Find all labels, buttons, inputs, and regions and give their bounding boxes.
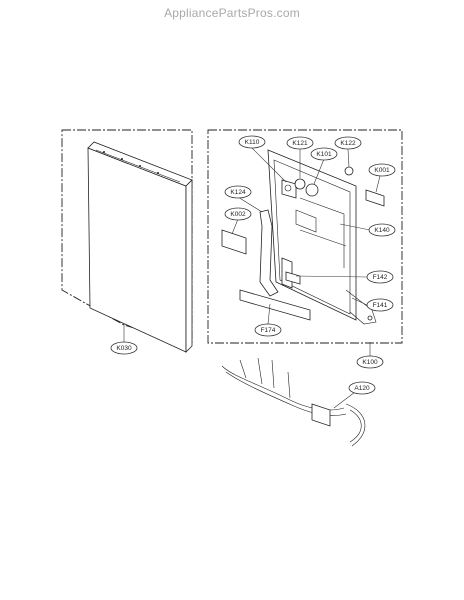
callout-K001: K001 bbox=[368, 163, 396, 177]
callout-F141: F141 bbox=[366, 298, 394, 312]
cap-part bbox=[294, 178, 306, 190]
wire-harness bbox=[221, 357, 366, 447]
callout-K030: K030 bbox=[110, 341, 138, 355]
inner-door-group-outline bbox=[207, 129, 403, 344]
callout-K121: K121 bbox=[286, 136, 314, 150]
callout-label: K100 bbox=[362, 359, 378, 366]
callout-A120: A120 bbox=[348, 381, 376, 395]
callout-K100: K100 bbox=[356, 355, 384, 369]
callout-label: K002 bbox=[230, 211, 246, 218]
rinse-cap-part bbox=[365, 189, 385, 207]
callout-label: K121 bbox=[292, 140, 308, 147]
bottom-bar-part bbox=[239, 289, 311, 321]
hinge-strut-part bbox=[259, 209, 279, 297]
callout-label: F174 bbox=[261, 327, 276, 334]
gasket-part bbox=[221, 229, 247, 255]
callout-label: K124 bbox=[230, 189, 246, 196]
callout-label: A120 bbox=[354, 385, 370, 392]
callout-label: K101 bbox=[316, 151, 332, 158]
callout-K101: K101 bbox=[310, 147, 338, 161]
callout-F142: F142 bbox=[366, 270, 394, 284]
callout-label: F142 bbox=[373, 274, 388, 281]
callout-label: K110 bbox=[245, 139, 260, 146]
ring-part bbox=[305, 183, 319, 197]
callout-K140: K140 bbox=[368, 223, 396, 237]
callout-label: K001 bbox=[374, 167, 390, 174]
callout-K002: K002 bbox=[224, 207, 252, 221]
callout-K122: K122 bbox=[334, 136, 362, 150]
watermark-text: AppliancePartsPros.com bbox=[164, 6, 300, 20]
callout-F174: F174 bbox=[254, 323, 282, 337]
latch-plate-part bbox=[285, 271, 301, 285]
callout-label: F141 bbox=[373, 302, 388, 309]
small-disc-part bbox=[344, 166, 354, 176]
callout-K124: K124 bbox=[224, 185, 252, 199]
inner-door-panel bbox=[267, 149, 377, 325]
outer-door-panel bbox=[87, 141, 193, 353]
callout-K110: K110 bbox=[238, 135, 266, 149]
leader-lines bbox=[123, 147, 381, 409]
callout-label: K122 bbox=[340, 140, 356, 147]
detergent-dispenser-mount bbox=[281, 179, 297, 199]
callout-label: K030 bbox=[116, 345, 132, 352]
callout-label: K140 bbox=[374, 227, 390, 234]
